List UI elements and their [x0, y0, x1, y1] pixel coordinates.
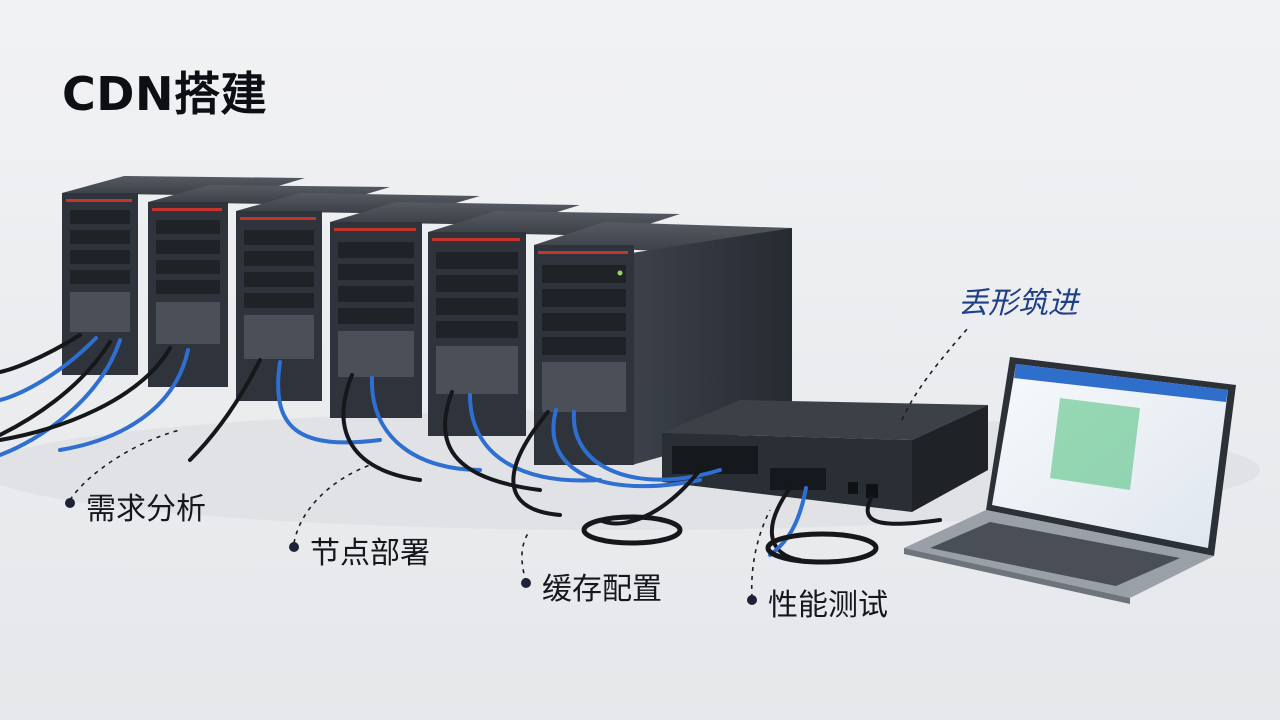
server-1	[62, 176, 305, 375]
bullet-dot-2	[289, 542, 299, 552]
network-cables	[0, 333, 942, 565]
page-title: CDN搭建	[62, 67, 267, 121]
bullet-dot-4	[747, 595, 757, 605]
step-label-2: 节点部署	[310, 536, 430, 571]
step-label-3: 缓存配置	[542, 572, 662, 607]
step-label-4: 性能测试	[768, 588, 888, 623]
handwritten-label: 丢形筑进	[958, 286, 1078, 321]
laptop	[904, 357, 1236, 604]
leader-lines	[69, 327, 969, 599]
network-switch	[662, 400, 988, 512]
bullet-dot-3	[521, 578, 531, 588]
server-4	[330, 202, 580, 418]
bullet-dot-1	[65, 498, 75, 508]
step-label-1: 需求分析	[86, 492, 206, 527]
